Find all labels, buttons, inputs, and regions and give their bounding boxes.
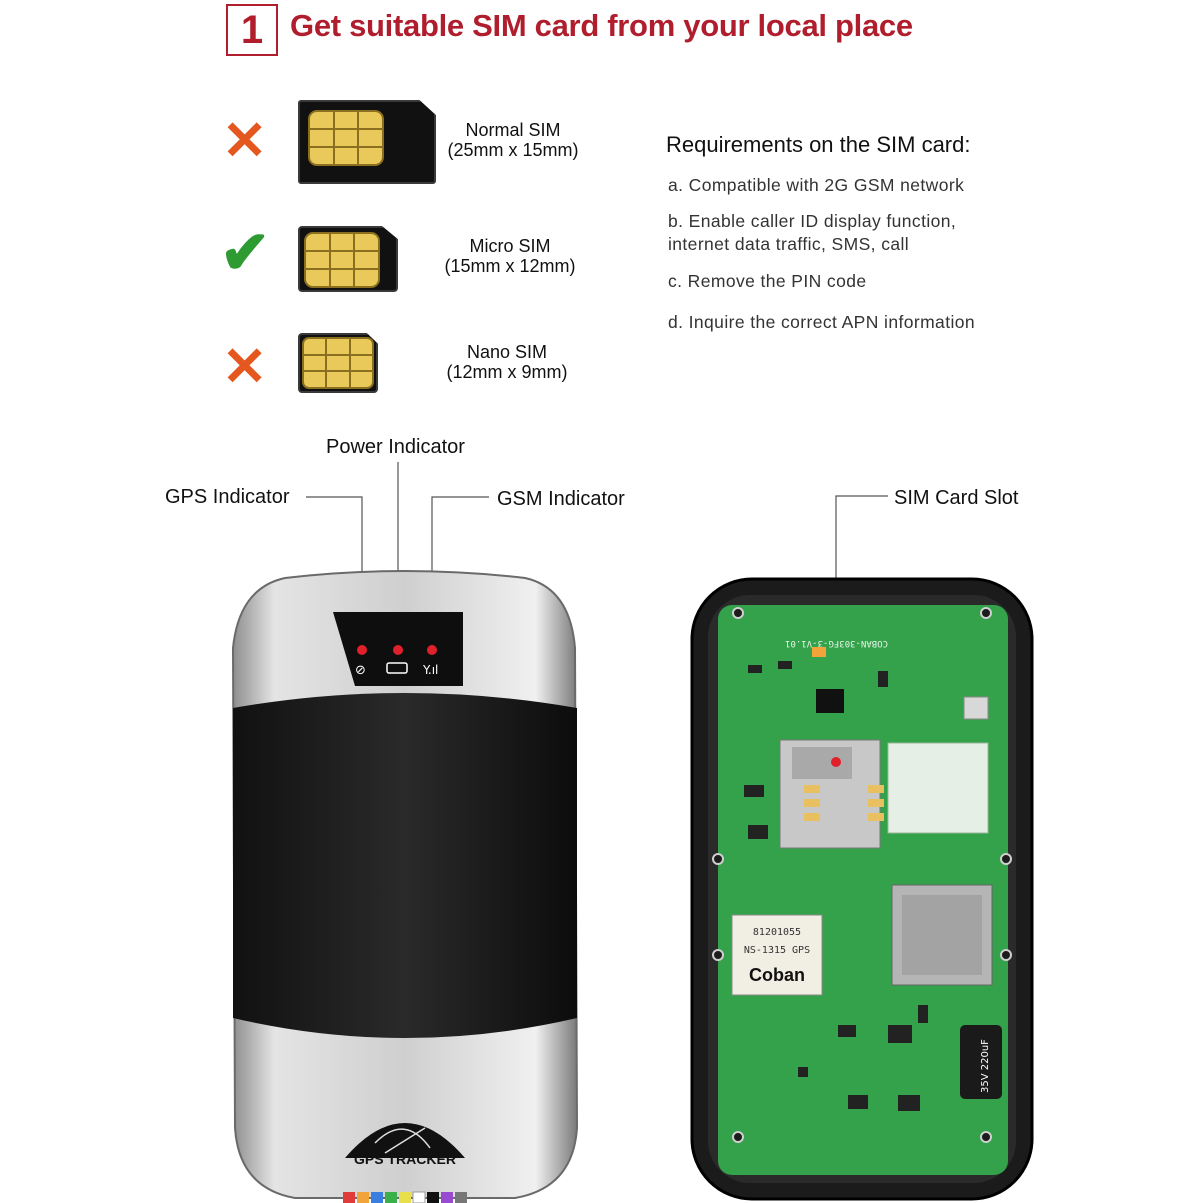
module-line1: NS-1315 GPS xyxy=(744,945,810,956)
capacitor-label: 35V 220uF xyxy=(980,1039,991,1093)
sim-slot-label: SIM Card Slot xyxy=(894,487,1019,509)
logo-text: GPS TRACKER xyxy=(354,1151,456,1167)
sim-chip-icon xyxy=(302,337,374,389)
x-mark-icon: ✕ xyxy=(222,111,268,171)
signal-icon: Y.ıl xyxy=(422,663,438,677)
sim-slot-marker xyxy=(831,757,841,767)
gsm-indicator-label: GSM Indicator xyxy=(497,488,625,510)
sim-label-normal: Normal SIM (25mm x 15mm) xyxy=(440,120,586,160)
wire-bundle xyxy=(343,1191,467,1203)
step-number-box: 1 xyxy=(226,4,278,56)
gps-module-label xyxy=(731,914,823,996)
pcb-open-device: COBAN-303FG-3-V1.01 81201055 NS-1315 GPS… xyxy=(690,577,1034,1201)
gps-indicator-label: GPS Indicator xyxy=(165,486,290,508)
nano-sim-image xyxy=(298,333,378,393)
rubber-cover xyxy=(233,693,577,1038)
requirements-title: Requirements on the SIM card: xyxy=(666,132,971,157)
sim-size: (25mm x 15mm) xyxy=(447,140,579,160)
usb-connector xyxy=(963,696,989,720)
micro-sim-image xyxy=(298,226,398,292)
page-title: Get suitable SIM card from your local pl… xyxy=(290,8,913,43)
power-indicator-label: Power Indicator xyxy=(326,436,465,458)
sim-chip-icon xyxy=(308,110,384,166)
sim-chip-icon xyxy=(304,232,380,288)
smd-components xyxy=(744,661,928,1111)
module-brand: Coban xyxy=(749,965,805,985)
step-number: 1 xyxy=(240,7,264,52)
requirement-item: d. Inquire the correct APN information xyxy=(668,312,976,332)
capacitor xyxy=(960,1025,1002,1099)
ic-chip xyxy=(816,689,844,713)
sim-size: (12mm x 9mm) xyxy=(446,362,568,382)
gps-symbol-icon: ⊘ xyxy=(355,663,366,678)
sim-name: Micro SIM xyxy=(469,236,551,256)
requirement-item: b. Enable caller ID display function, xyxy=(668,211,957,231)
sim-name: Nano SIM xyxy=(466,342,548,362)
module-line2: 81201055 xyxy=(753,927,801,938)
requirement-item: a. Compatible with 2G GSM network xyxy=(668,175,965,195)
normal-sim-image xyxy=(298,100,436,184)
gps-tracker-device: ⊘ Y.ıl GPS TRACKER xyxy=(231,570,579,1203)
gps-led xyxy=(357,645,367,655)
antenna-area xyxy=(887,742,989,834)
sim-size: (15mm x 12mm) xyxy=(444,256,576,276)
check-mark-icon: ✔ xyxy=(220,219,271,286)
power-led xyxy=(393,645,403,655)
requirement-item: c. Remove the PIN code xyxy=(668,271,867,291)
x-mark-icon: ✕ xyxy=(222,337,268,397)
mounting-holes xyxy=(712,607,1012,1143)
sim-label-micro: Micro SIM (15mm x 12mm) xyxy=(436,236,584,276)
board-text: COBAN-303FG-3-V1.01 xyxy=(785,638,888,648)
requirement-item: internet data traffic, SMS, call xyxy=(668,234,910,254)
battery-icon xyxy=(386,662,408,674)
sim-label-nano: Nano SIM (12mm x 9mm) xyxy=(434,342,580,382)
gsm-led xyxy=(427,645,437,655)
sim-name: Normal SIM xyxy=(465,120,561,140)
